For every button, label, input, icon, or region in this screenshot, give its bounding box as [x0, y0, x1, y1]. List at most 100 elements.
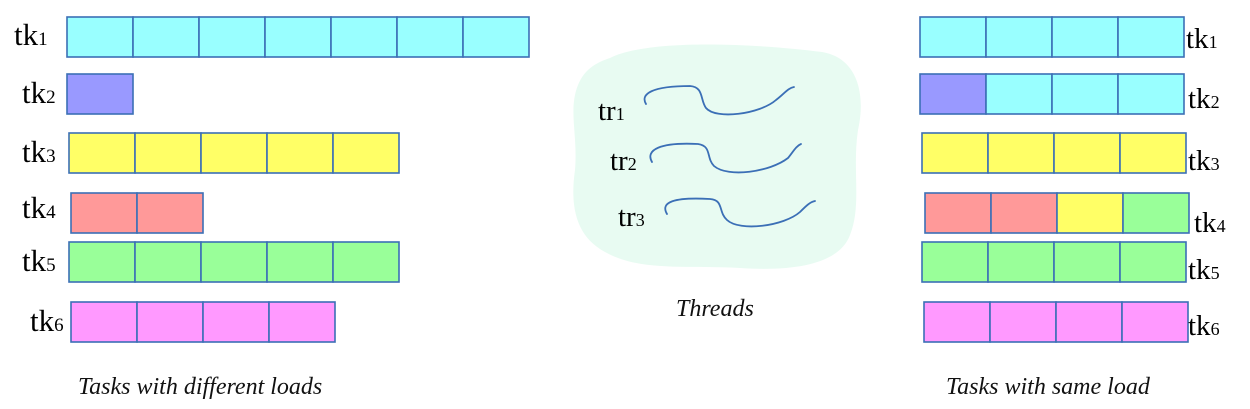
thread-squiggle [649, 142, 802, 174]
thread-squiggle [664, 197, 816, 228]
left-task-block [330, 16, 398, 58]
right-task-label: tk2 [1188, 83, 1220, 115]
right-task-row: tk3 [921, 132, 1220, 177]
left-task-block [396, 16, 464, 58]
right-task-block [1055, 301, 1123, 343]
right-task-label-subscript: 1 [1209, 32, 1218, 52]
left-task-block [332, 132, 400, 174]
left-task-label-base: tk [22, 75, 47, 110]
left-task-row: tk3 [22, 132, 400, 174]
right-task-label-subscript: 2 [1211, 92, 1220, 112]
left-task-block [66, 73, 134, 115]
left-task-block [136, 192, 204, 234]
right-task-row: tk2 [919, 73, 1220, 115]
left-task-label: tk5 [22, 243, 56, 278]
left-task-block [332, 241, 400, 283]
thread: tr3 [618, 197, 816, 233]
right-task-block [1117, 16, 1185, 58]
right-task-row: tk1 [919, 16, 1218, 58]
left-task-block [134, 241, 202, 283]
right-caption: Tasks with same load [946, 374, 1150, 400]
thread-label-base: tr [610, 145, 628, 177]
right-task-block [919, 73, 987, 115]
right-task-label-subscript: 5 [1211, 263, 1220, 283]
left-task-label: tk1 [14, 17, 48, 52]
right-task-row: tk5 [921, 241, 1220, 286]
left-task-block [200, 132, 268, 174]
right-task-label: tk5 [1188, 254, 1220, 286]
right-task-block [1121, 301, 1189, 343]
left-task-label: tk6 [30, 303, 64, 338]
right-task-label-base: tk [1188, 254, 1211, 286]
right-task-block [1119, 241, 1187, 283]
left-task-row: tk5 [22, 241, 400, 283]
thread-label-subscript: 2 [628, 154, 637, 174]
left-task-block [132, 16, 200, 58]
left-task-label-subscript: 4 [46, 202, 56, 223]
left-task-block [134, 132, 202, 174]
right-task-block [1117, 73, 1185, 115]
right-task-label: tk1 [1186, 23, 1218, 55]
left-task-block [66, 16, 134, 58]
left-task-label: tk4 [22, 190, 56, 225]
right-task-label-base: tk [1194, 207, 1217, 239]
right-task-block [1051, 73, 1119, 115]
right-task-block [1053, 132, 1121, 174]
thread-label-base: tr [618, 201, 636, 233]
left-task-row: tk4 [22, 190, 204, 234]
left-task-block [198, 16, 266, 58]
left-task-block [462, 16, 530, 58]
right-task-block [1053, 241, 1121, 283]
right-task-block [985, 73, 1053, 115]
thread-label: tr2 [610, 145, 637, 177]
right-task-block [987, 132, 1055, 174]
left-task-block [70, 192, 138, 234]
right-task-block [985, 16, 1053, 58]
left-task-label-subscript: 1 [38, 29, 48, 50]
left-caption: Tasks with different loads [78, 374, 323, 400]
thread-label: tr1 [598, 95, 625, 127]
left-task-block [68, 241, 136, 283]
right-task-label: tk4 [1194, 207, 1226, 239]
right-task-label-base: tk [1188, 145, 1211, 177]
left-task-label: tk3 [22, 134, 56, 169]
right-task-label-base: tk [1186, 23, 1209, 55]
right-task-row: tk6 [923, 301, 1220, 343]
thread-label-subscript: 3 [636, 210, 645, 230]
thread-label: tr3 [618, 201, 645, 233]
right-task-block [1056, 192, 1124, 234]
right-task-block [1119, 132, 1187, 174]
right-task-row: tk4 [924, 192, 1226, 239]
left-task-label-subscript: 5 [46, 255, 56, 276]
right-task-block [1051, 16, 1119, 58]
right-task-block [1122, 192, 1190, 234]
left-task-block [266, 241, 334, 283]
left-task-block [264, 16, 332, 58]
right-task-block [990, 192, 1058, 234]
right-task-label-subscript: 4 [1217, 216, 1226, 236]
left-task-block [268, 301, 336, 343]
left-task-block [70, 301, 138, 343]
right-task-block [919, 16, 987, 58]
right-task-label-base: tk [1188, 83, 1211, 115]
threads-caption: Threads [676, 296, 754, 322]
right-task-label: tk3 [1188, 145, 1220, 177]
left-task-block [68, 132, 136, 174]
right-task-label-base: tk [1188, 310, 1211, 342]
left-task-label-base: tk [22, 190, 47, 225]
left-task-label: tk2 [22, 75, 56, 110]
left-task-block [136, 301, 204, 343]
thread: tr2 [610, 142, 802, 177]
right-task-block [989, 301, 1057, 343]
thread: tr1 [598, 85, 795, 127]
left-task-block [200, 241, 268, 283]
left-task-label-subscript: 6 [54, 315, 64, 336]
left-task-label-base: tk [22, 134, 47, 169]
left-task-block [202, 301, 270, 343]
left-task-label-base: tk [14, 17, 39, 52]
left-task-block [266, 132, 334, 174]
